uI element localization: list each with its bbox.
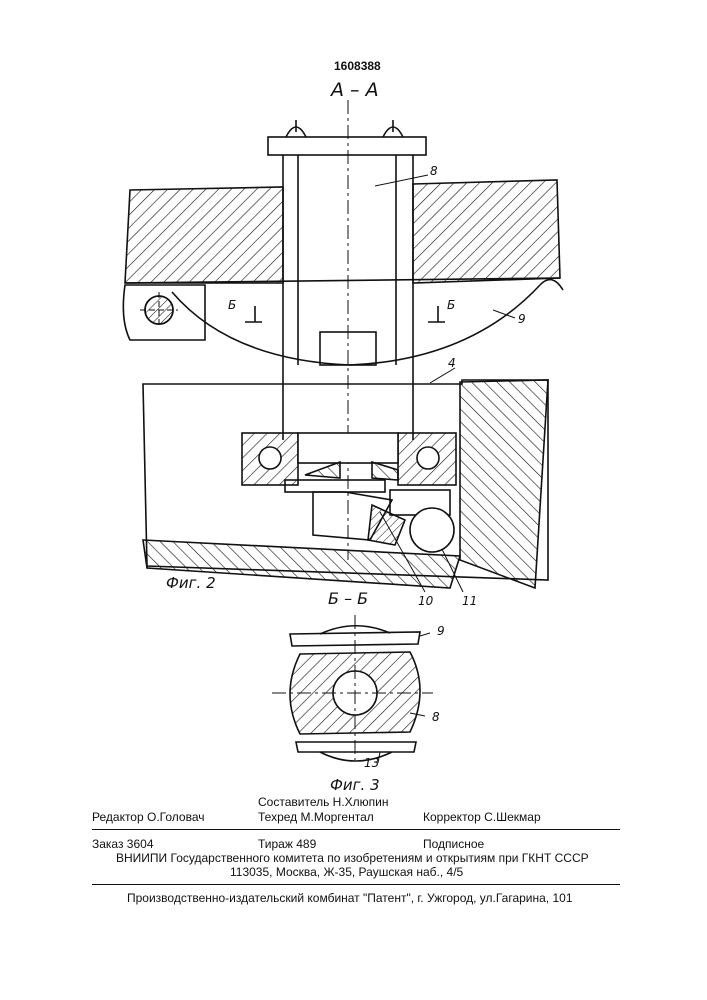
callout-8-top: 8	[430, 164, 438, 178]
divider-bottom	[92, 884, 620, 885]
order-number: Заказ 3604	[92, 837, 154, 851]
callout-10: 10	[418, 594, 433, 608]
patent-number: 1608388	[334, 59, 381, 73]
section-mark-b-left: Б	[228, 298, 236, 312]
ball-11	[410, 508, 454, 552]
section-mark-b-right: Б	[447, 298, 455, 312]
subscription: Подписное	[423, 837, 484, 851]
plate-13	[296, 742, 416, 752]
callout-11: 11	[462, 594, 477, 608]
institution-line-1: ВНИИПИ Государственного комитета по изоб…	[116, 851, 589, 865]
publisher-line: Производственно-издательский комбинат "П…	[127, 891, 573, 905]
techred-credit: Техред М.Моргентал	[258, 810, 374, 824]
figure-2-label: Фиг. 2	[166, 574, 216, 592]
institution-line-2: 113035, Москва, Ж-35, Раушская наб., 4/5	[230, 865, 463, 879]
editor-credit: Редактор О.Головач	[92, 810, 204, 824]
section-aa-title: А – А	[331, 79, 379, 101]
top-flange	[268, 137, 426, 155]
corrector-credit: Корректор С.Шекмар	[423, 810, 541, 824]
fig2-drawing	[123, 100, 563, 592]
top-plate-right	[413, 180, 560, 283]
print-run: Тираж 489	[258, 837, 316, 851]
housing-right-wall	[460, 380, 548, 588]
compiler-credit: Составитель Н.Хлюпин	[258, 795, 389, 809]
top-plate-left	[125, 187, 283, 283]
arc-part-9	[172, 285, 540, 365]
callout-4: 4	[448, 356, 456, 370]
figure-3-label: Фиг. 3	[330, 776, 380, 794]
fig3-drawing	[272, 615, 433, 763]
callout-9-bottom: 9	[437, 624, 445, 638]
callout-8-bottom: 8	[432, 710, 440, 724]
callout-13: 13	[364, 756, 379, 770]
section-bb-title: Б – Б	[328, 589, 368, 608]
divider-top	[92, 829, 620, 830]
callout-9-top: 9	[518, 312, 526, 326]
